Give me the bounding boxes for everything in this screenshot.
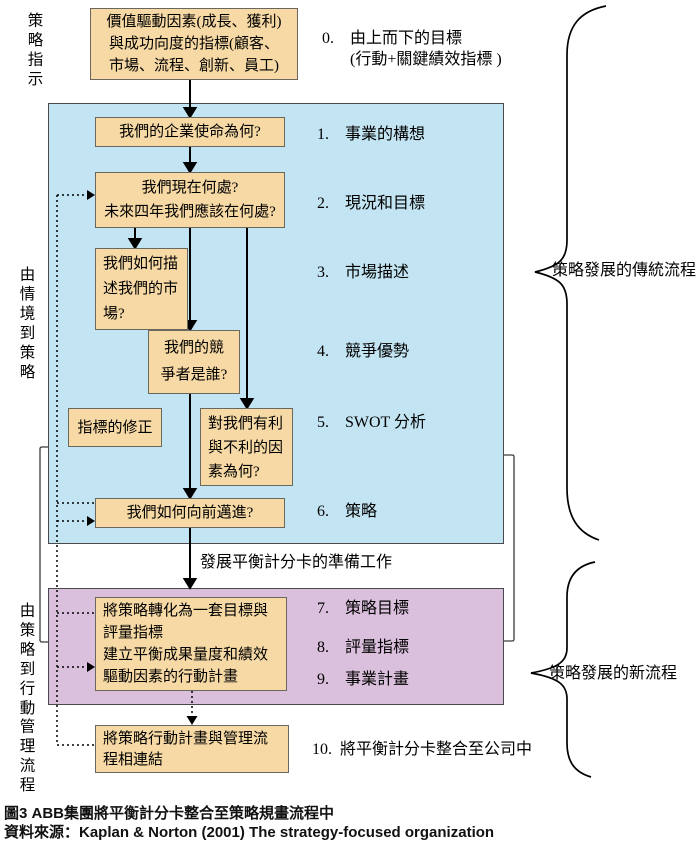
figure-caption: 圖3 ABB集團將平衡計分卡整合至策略規畫流程中 資料來源：Kaplan & N… xyxy=(4,804,494,842)
figure-source: 資料來源：Kaplan & Norton (2001) The strategy… xyxy=(4,824,495,841)
side-label-management-process: 管理流程 xyxy=(17,718,35,796)
step-item-7: 7. 策略目標 xyxy=(317,598,409,619)
step-item-4: 4. 競爭優勢 xyxy=(317,341,409,362)
step-text: 事業計畫 xyxy=(345,671,410,688)
step-number: 8. xyxy=(317,639,329,656)
prep-work-label: 發展平衡計分卡的準備工作 xyxy=(200,554,393,571)
step-item-5: 5. SWOT 分析 xyxy=(317,412,426,433)
step-number: 3. xyxy=(317,264,329,281)
step-text: 策略目標 xyxy=(345,600,410,617)
step-item-8: 8. 評量指標 xyxy=(317,637,409,658)
step-text: SWOT 分析 xyxy=(345,414,427,431)
step-number: 4. xyxy=(317,343,329,360)
step-item-3: 3. 市場描述 xyxy=(317,262,409,283)
translate-strategy-box: 將策略轉化為一套目標與 評量指標 建立平衡成果量度和績效 驅動因素的行動計畫 xyxy=(95,597,287,691)
traditional-process-label: 策略發展的傳統流程 xyxy=(552,262,697,279)
step-number: 5. xyxy=(317,414,329,431)
step-item-2: 2. 現況和目標 xyxy=(317,193,425,214)
step-text: 將平衡計分卡整合至公司中 xyxy=(340,741,533,758)
side-label-strategy-direction: 策略指示 xyxy=(25,12,43,90)
right-bracket xyxy=(504,454,515,642)
curly-braces xyxy=(530,5,607,778)
current-position-box: 我們現在何處? 未來四年我們應該在何處? xyxy=(95,172,285,228)
market-description-box: 我們如何描 述我們的市 場? xyxy=(95,248,188,330)
step-text: 市場描述 xyxy=(345,264,410,281)
step-text: 事業的構想 xyxy=(345,126,426,143)
mission-box: 我們的企業使命為何? xyxy=(95,117,285,147)
step-text: 策略 xyxy=(345,503,378,520)
side-label-strategy-to-action: 由策略到行動 xyxy=(17,602,35,719)
step-item-6: 6. 策略 xyxy=(317,501,377,522)
way-forward-box: 我們如何向前邁進? xyxy=(95,498,285,528)
new-process-label: 策略發展的新流程 xyxy=(549,665,678,682)
arrow-down-icon xyxy=(186,716,198,725)
step-number: 7. xyxy=(317,600,329,617)
step-item-10: 10. 將平衡計分卡整合至公司中 xyxy=(312,739,532,760)
step-text: 現況和目標 xyxy=(345,195,426,212)
step-number: 0. xyxy=(322,30,334,47)
step-text: 競爭優勢 xyxy=(345,343,410,360)
step-number: 2. xyxy=(317,195,329,212)
figure-title: 圖3 ABB集團將平衡計分卡整合至策略規畫流程中 xyxy=(4,805,335,822)
swot-factors-box: 對我們有利 與不利的因 素為何? xyxy=(200,408,293,486)
step-number: 9. xyxy=(317,671,329,688)
indicator-revision-box: 指標的修正 xyxy=(68,408,162,447)
left-bracket xyxy=(39,446,48,643)
step-item-9: 9. 事業計畫 xyxy=(317,669,409,690)
step-number: 10. xyxy=(312,741,332,758)
side-label-situation-to-strategy: 由情境到策略 xyxy=(17,266,35,383)
step-text: 評量指標 xyxy=(345,639,410,656)
value-drivers-box: 價值驅動因素(成長、獲利) 與成功向度的指標(顧客、 市場、流程、創新、員工) xyxy=(90,8,298,80)
step-number: 6. xyxy=(317,503,329,520)
step-number: 1. xyxy=(317,126,329,143)
step-item-1: 1. 事業的構想 xyxy=(317,124,425,145)
step-text: 由上而下的目標 (行動+關鍵績效指標 ) xyxy=(350,30,502,68)
step-item-0: 0. 由上而下的目標 (行動+關鍵績效指標 ) xyxy=(322,28,502,70)
competitors-box: 我們的競 爭者是誰? xyxy=(148,330,240,394)
link-management-box: 將策略行動計畫與管理流 程相連結 xyxy=(95,725,289,773)
